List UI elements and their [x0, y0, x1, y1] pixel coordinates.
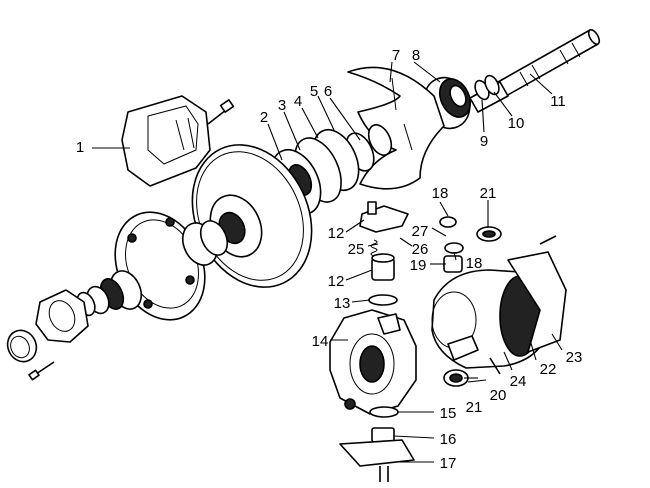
callout-9: 9: [480, 133, 488, 150]
steering-arm-bolts: [379, 466, 389, 482]
callout-26: 26: [412, 241, 429, 258]
callout-12-upper: 12: [328, 225, 345, 242]
hub-cap-bolt: [28, 361, 55, 381]
callout-21-upper: 21: [480, 185, 497, 202]
swivel-shim: [368, 294, 398, 306]
callout-13: 13: [334, 295, 351, 312]
callout-16: 16: [440, 431, 457, 448]
caliper-bolt: [207, 99, 235, 125]
callout-labels: 1 2 3 4 5 6 7 8 9 10 11 12 12 13 14 15 1…: [76, 47, 583, 472]
swivel-bush: [443, 255, 463, 273]
steering-arm: [339, 439, 415, 467]
drive-shaft: [469, 28, 601, 113]
callout-8: 8: [412, 47, 420, 64]
callout-14: 14: [312, 333, 329, 350]
brake-caliper: [121, 95, 211, 187]
upper-thrust-washer: [439, 216, 457, 228]
callout-1: 1: [76, 139, 84, 156]
upper-bush-seal: [444, 242, 464, 254]
callout-19: 19: [410, 257, 427, 274]
leader-lines: [92, 61, 563, 463]
drive-member-hub: [35, 289, 89, 343]
callout-15: 15: [440, 405, 457, 422]
swivel-ball-bolt: [539, 235, 557, 245]
dust-shield: [347, 66, 445, 190]
callout-2: 2: [260, 109, 268, 126]
callout-7: 7: [392, 47, 400, 64]
callout-18-upper: 18: [432, 185, 449, 202]
callout-18-lower: 18: [466, 255, 483, 272]
lower-swivel-shim: [369, 406, 399, 418]
hub-cap: [6, 329, 38, 363]
upper-taper-bearing: [476, 226, 502, 242]
swivel-ball-stud: [489, 357, 501, 375]
callout-24: 24: [510, 373, 527, 390]
callout-6: 6: [324, 83, 332, 100]
callout-22: 22: [540, 361, 557, 378]
callout-12-lower: 12: [328, 273, 345, 290]
upper-swivel-pin: [371, 253, 395, 281]
callout-17: 17: [440, 455, 457, 472]
callout-23: 23: [566, 349, 583, 366]
callout-4: 4: [294, 93, 302, 110]
callout-5: 5: [310, 83, 318, 100]
swivel-oil-seal: [447, 335, 479, 361]
callout-3: 3: [278, 97, 286, 114]
callout-20: 20: [490, 387, 507, 404]
callout-27: 27: [412, 223, 429, 240]
ball-flange-gasket: [507, 251, 567, 353]
bearing-spacer-ring: [474, 74, 500, 101]
callout-11: 11: [550, 93, 566, 110]
upper-swivel-bracket: [359, 201, 409, 233]
callout-10: 10: [508, 115, 525, 132]
swivel-pin-housing: [329, 309, 417, 415]
callout-25: 25: [348, 241, 365, 258]
callout-21-lower: 21: [466, 399, 483, 416]
lower-swivel-pin: [371, 427, 395, 443]
